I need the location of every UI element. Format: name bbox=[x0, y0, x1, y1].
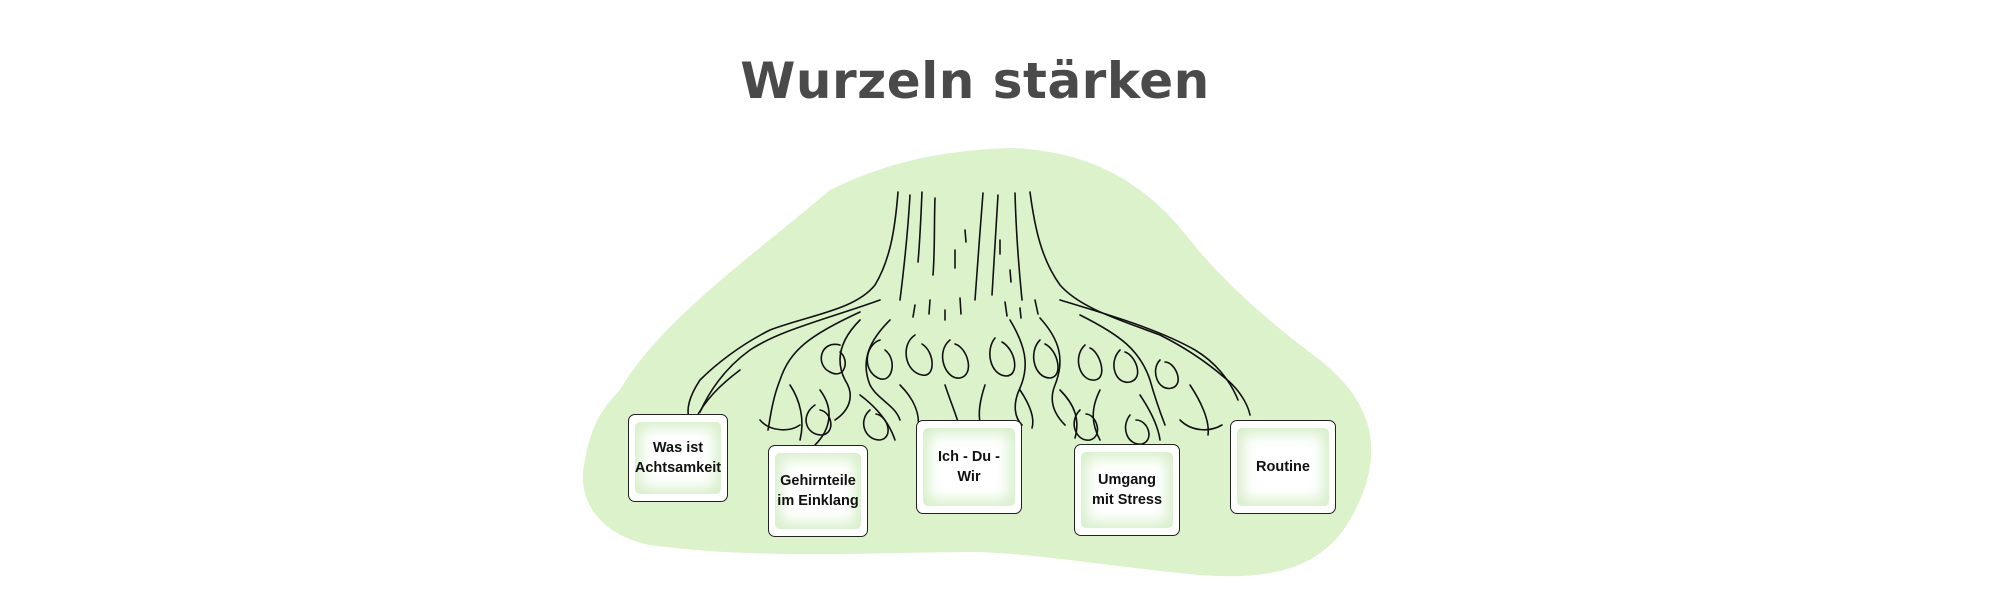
card-was-ist-achtsamkeit[interactable]: Was ist Achtsamkeit bbox=[628, 414, 728, 502]
trunk-right-edge bbox=[1029, 191, 1251, 416]
card-umgang-mit-stress[interactable]: Umgang mit Stress bbox=[1074, 444, 1180, 536]
card-gehirnteile-im-einklang[interactable]: Gehirnteile im Einklang bbox=[768, 445, 868, 537]
card-ich-du-wir[interactable]: Ich - Du - Wir bbox=[916, 420, 1022, 514]
card-label: Ich - Du - Wir bbox=[923, 428, 1015, 506]
card-routine[interactable]: Routine bbox=[1230, 420, 1336, 514]
card-label: Gehirnteile im Einklang bbox=[775, 453, 861, 529]
trunk-left-edge bbox=[687, 191, 899, 421]
card-label: Was ist Achtsamkeit bbox=[635, 422, 721, 494]
page-title: Wurzeln stärken bbox=[740, 52, 1210, 110]
card-label: Umgang mit Stress bbox=[1081, 452, 1173, 528]
card-label: Routine bbox=[1237, 428, 1329, 506]
